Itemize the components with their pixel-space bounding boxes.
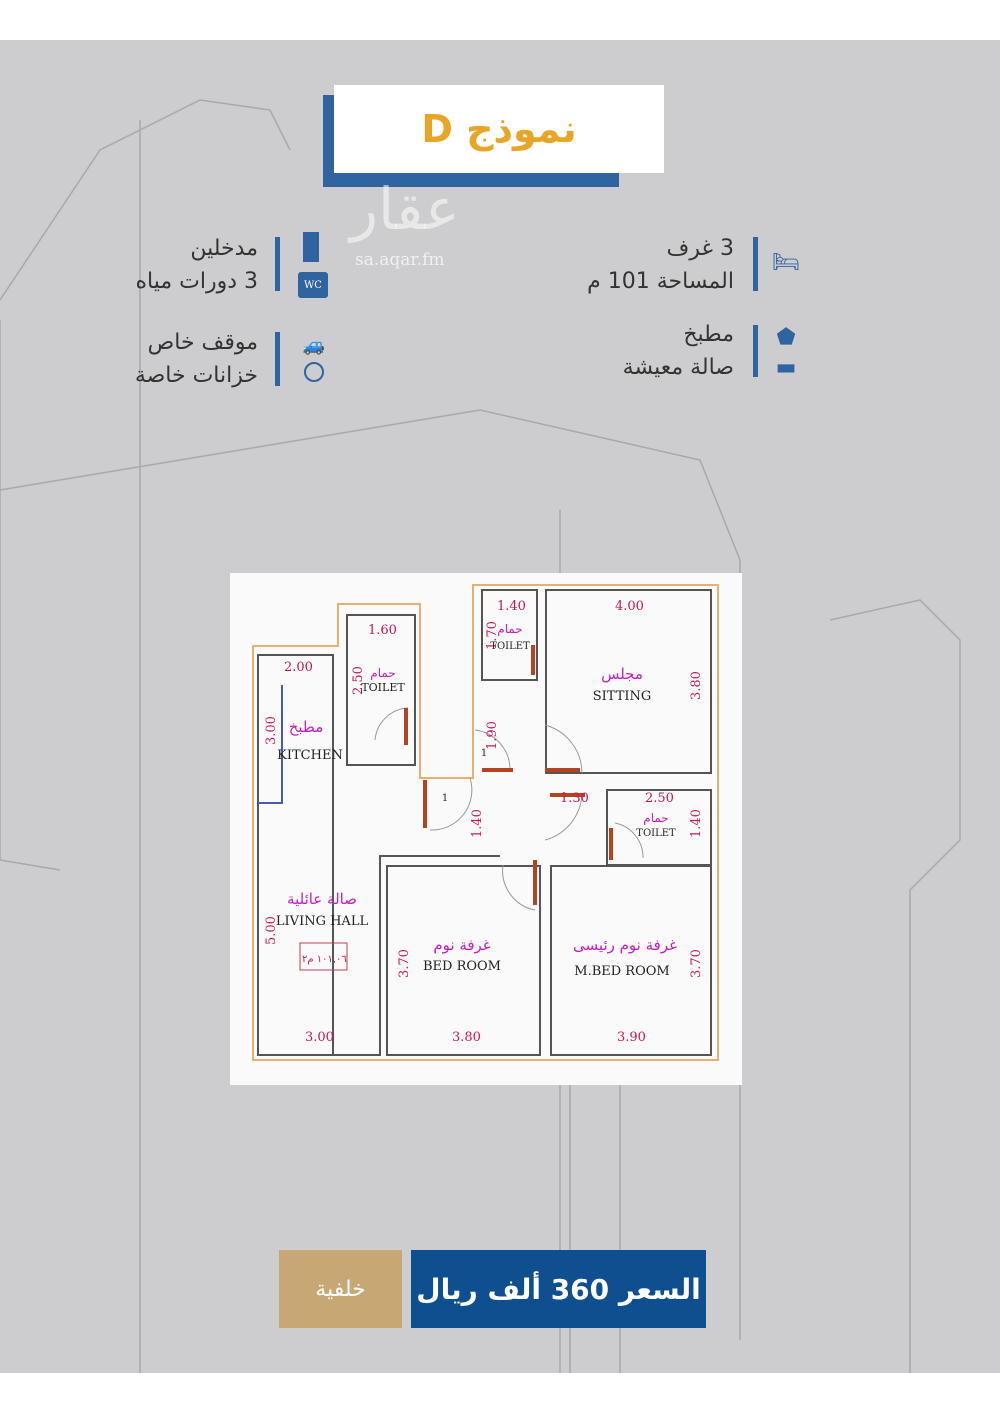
dim: 2.50 — [351, 666, 366, 695]
room-label-ar: حمام — [370, 666, 395, 680]
room-label-en: M.BED ROOM — [574, 964, 669, 979]
area-label: ١٠١,٠٦ م٢ — [302, 954, 347, 965]
dim: 4.00 — [615, 599, 644, 614]
feature-rooms-area: 3 غرف المساحة 101 م — [587, 232, 734, 298]
dim: 3.70 — [689, 949, 704, 978]
room-label-en: TOILET — [361, 681, 405, 694]
floor-plan: 1.60 2.00 1.40 4.00 2.50 1.30 3.00 3.80 … — [230, 573, 742, 1085]
room-label-ar: مطبخ — [289, 718, 324, 736]
door-icon — [303, 232, 319, 262]
room-label-en: TOILET — [490, 641, 530, 652]
feature-entrances-bathrooms: مدخلين 3 دورات مياه — [135, 232, 258, 298]
apron-icon: ⬟ — [776, 325, 796, 350]
price-button[interactable]: السعر 360 ألف ريال — [411, 1250, 706, 1328]
dim: 1.30 — [560, 791, 589, 806]
living-room: صالة معيشة — [622, 355, 734, 380]
dim: 1.40 — [497, 599, 526, 614]
feature-bar — [753, 325, 758, 377]
room-label-en: SITTING — [593, 689, 652, 704]
feature-bar — [275, 332, 280, 386]
room-label-ar: غرفة نوم رئيسى — [573, 936, 677, 954]
feature-parking-tanks: موقف خاص خزانات خاصة — [135, 326, 258, 392]
area: المساحة 101 م — [587, 269, 734, 294]
door-number: 1 — [442, 793, 448, 804]
room-label-ar: حمام — [497, 622, 522, 636]
model-title: نموذج D — [334, 85, 664, 173]
car-icon: 🚙 — [302, 335, 326, 356]
dim: 1.70 — [485, 621, 500, 650]
dim: 3.00 — [264, 716, 279, 745]
feature-bar — [275, 237, 280, 291]
room-label-ar: غرفة نوم — [433, 936, 490, 954]
dim: 2.50 — [645, 791, 674, 806]
parking: موقف خاص — [147, 330, 258, 355]
room-label-ar: صالة عائلية — [287, 890, 357, 908]
room-label-en: LIVING HALL — [276, 914, 369, 929]
water-tank-icon — [304, 362, 324, 382]
dim: 2.00 — [284, 660, 313, 675]
background-button[interactable]: خلفية — [279, 1250, 402, 1328]
feature-kitchen-living: مطبخ صالة معيشة — [623, 318, 734, 384]
door-number: 1 — [481, 748, 487, 759]
bed-icon: 🛏 — [772, 250, 800, 275]
dim: 1.40 — [470, 809, 485, 838]
room-label-en: BED ROOM — [423, 959, 501, 974]
room-label-en: TOILET — [636, 828, 676, 839]
dim: 3.90 — [617, 1030, 646, 1045]
room-label-ar: مجلس — [601, 665, 643, 683]
dim: 3.80 — [689, 671, 704, 700]
room-label-en: KITCHEN — [277, 748, 343, 763]
feature-bar — [753, 237, 758, 291]
watermark-url: sa.aqar.fm — [355, 250, 445, 270]
water-tanks: خزانات خاصة — [134, 363, 258, 388]
dim: 3.70 — [397, 949, 412, 978]
room-label-ar: حمام — [643, 811, 668, 825]
rooms-count: 3 غرف — [666, 236, 734, 261]
sofa-icon: ▬ — [775, 355, 797, 380]
entrances: مدخلين — [190, 236, 258, 261]
wc-icon: WC — [298, 272, 328, 298]
dim: 5.00 — [264, 916, 279, 945]
bathrooms: 3 دورات مياه — [135, 269, 258, 294]
kitchen: مطبخ — [683, 322, 734, 347]
dim: 1.60 — [368, 623, 397, 638]
dim: 3.80 — [452, 1030, 481, 1045]
dim: 1.90 — [485, 721, 500, 750]
dim: 1.40 — [689, 809, 704, 838]
watermark-logo: عقار — [350, 175, 460, 243]
dim: 3.00 — [305, 1030, 334, 1045]
